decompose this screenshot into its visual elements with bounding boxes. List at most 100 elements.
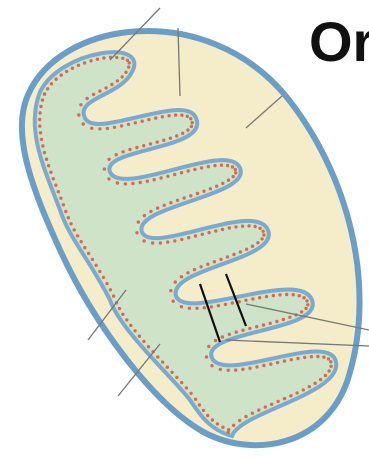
- ribosome-dot: [166, 366, 169, 369]
- ribosome-dot: [200, 166, 203, 169]
- ribosome-dot: [193, 168, 196, 171]
- ribosome-dot: [115, 56, 118, 59]
- ribosome-dot: [127, 123, 130, 126]
- ribosome-dot: [227, 179, 230, 182]
- ribosome-dot: [98, 127, 101, 130]
- ribosome-dot: [162, 139, 165, 142]
- ribosome-dot: [64, 210, 67, 213]
- ribosome-dot: [203, 306, 206, 309]
- ribosome-dot: [172, 300, 175, 303]
- ribosome-dot: [167, 114, 170, 117]
- ribosome-dot: [296, 357, 299, 360]
- ribosome-dot: [180, 171, 183, 174]
- ribosome-dot: [251, 412, 254, 415]
- ribosome-dot: [57, 190, 60, 193]
- ribosome-dot: [324, 374, 327, 377]
- ribosome-dot: [245, 248, 248, 251]
- ribosome-dot: [316, 355, 319, 358]
- ribosome-dot: [186, 271, 189, 274]
- ribosome-dot: [41, 144, 44, 147]
- ribosome-dot: [258, 296, 261, 299]
- ribosome-dot: [232, 175, 235, 178]
- ribosome-dot: [142, 144, 145, 147]
- ribosome-dot: [71, 67, 74, 70]
- ribosome-dot: [322, 356, 325, 359]
- ribosome-dot: [113, 126, 116, 129]
- ribosome-dot: [207, 345, 210, 348]
- ribosome-dot: [224, 303, 227, 306]
- ribosome-dot: [310, 355, 313, 358]
- ribosome-dot: [255, 325, 258, 328]
- ribosome-dot: [65, 70, 68, 73]
- ribosome-dot: [89, 59, 92, 62]
- ribosome-dot: [180, 114, 183, 117]
- ribosome-dot: [156, 206, 159, 209]
- ribosome-dot: [213, 260, 216, 263]
- ribosome-dot: [43, 92, 46, 95]
- ribosome-dot: [161, 115, 164, 118]
- ribosome-dot: [133, 329, 136, 332]
- ribosome-dot: [295, 391, 298, 394]
- ribosome-dot: [209, 187, 212, 190]
- ribosome-dot: [262, 233, 265, 236]
- ribosome-dot: [121, 57, 124, 60]
- ribosome-dot: [77, 113, 80, 116]
- ribosome-dot: [121, 313, 124, 316]
- ribosome-dot: [142, 340, 145, 343]
- ribosome-dot: [227, 369, 230, 372]
- title-fragment: Or: [309, 14, 369, 70]
- ribosome-dot: [216, 422, 219, 425]
- ribosome-dot: [96, 58, 99, 61]
- ribosome-dot: [269, 322, 272, 325]
- ribosome-dot: [175, 134, 178, 137]
- ribosome-dot: [248, 327, 251, 330]
- ribosome-dot: [170, 371, 173, 374]
- ribosome-dot: [234, 368, 237, 371]
- ribosome-dot: [174, 280, 177, 283]
- ribosome-dot: [194, 398, 197, 401]
- ribosome-dot: [329, 365, 332, 368]
- ribosome-dot: [116, 181, 119, 184]
- ribosome-dot: [159, 176, 162, 179]
- ribosome-dot: [175, 376, 178, 379]
- ribosome-dot: [244, 415, 247, 418]
- ribosome-dot: [276, 400, 279, 403]
- ribosome-dot: [213, 164, 216, 167]
- ribosome-dot: [270, 403, 273, 406]
- ribosome-dot: [226, 255, 229, 258]
- ribosome-dot: [221, 228, 224, 231]
- ribosome-dot: [228, 333, 231, 336]
- ribosome-dot: [234, 225, 237, 228]
- ribosome-dot: [166, 175, 169, 178]
- ribosome-dot: [151, 241, 154, 244]
- ribosome-dot: [302, 388, 305, 391]
- ribosome-dot: [198, 403, 201, 406]
- ribosome-dot: [234, 171, 237, 174]
- ribosome-dot: [169, 137, 172, 140]
- ribosome-dot: [219, 368, 222, 371]
- ribosome-dot: [105, 282, 108, 285]
- ribosome-dot: [76, 234, 79, 237]
- ribosome-dot: [180, 381, 183, 384]
- ribosome-dot: [180, 305, 183, 308]
- ribosome-dot: [153, 178, 156, 181]
- ribosome-dot: [139, 181, 142, 184]
- ribosome-dot: [59, 197, 62, 200]
- ribosome-dot: [292, 293, 295, 296]
- ribosome-dot: [180, 238, 183, 241]
- ribosome-dot: [87, 252, 90, 255]
- ribosome-dot: [40, 138, 43, 141]
- ribosome-dot: [265, 295, 268, 298]
- ribosome-dot: [328, 369, 331, 372]
- ribosome-dot: [185, 386, 188, 389]
- ribosome-dot: [255, 365, 258, 368]
- ribosome-dot: [264, 405, 267, 408]
- ribosome-dot: [187, 236, 190, 239]
- ribosome-dot: [47, 164, 50, 167]
- ribosome-dot: [260, 237, 263, 240]
- ribosome-dot: [313, 382, 316, 385]
- ribosome-dot: [141, 120, 144, 123]
- ribosome-dot: [77, 64, 80, 67]
- ribosome-dot: [169, 289, 172, 292]
- ribosome-dot: [269, 362, 272, 365]
